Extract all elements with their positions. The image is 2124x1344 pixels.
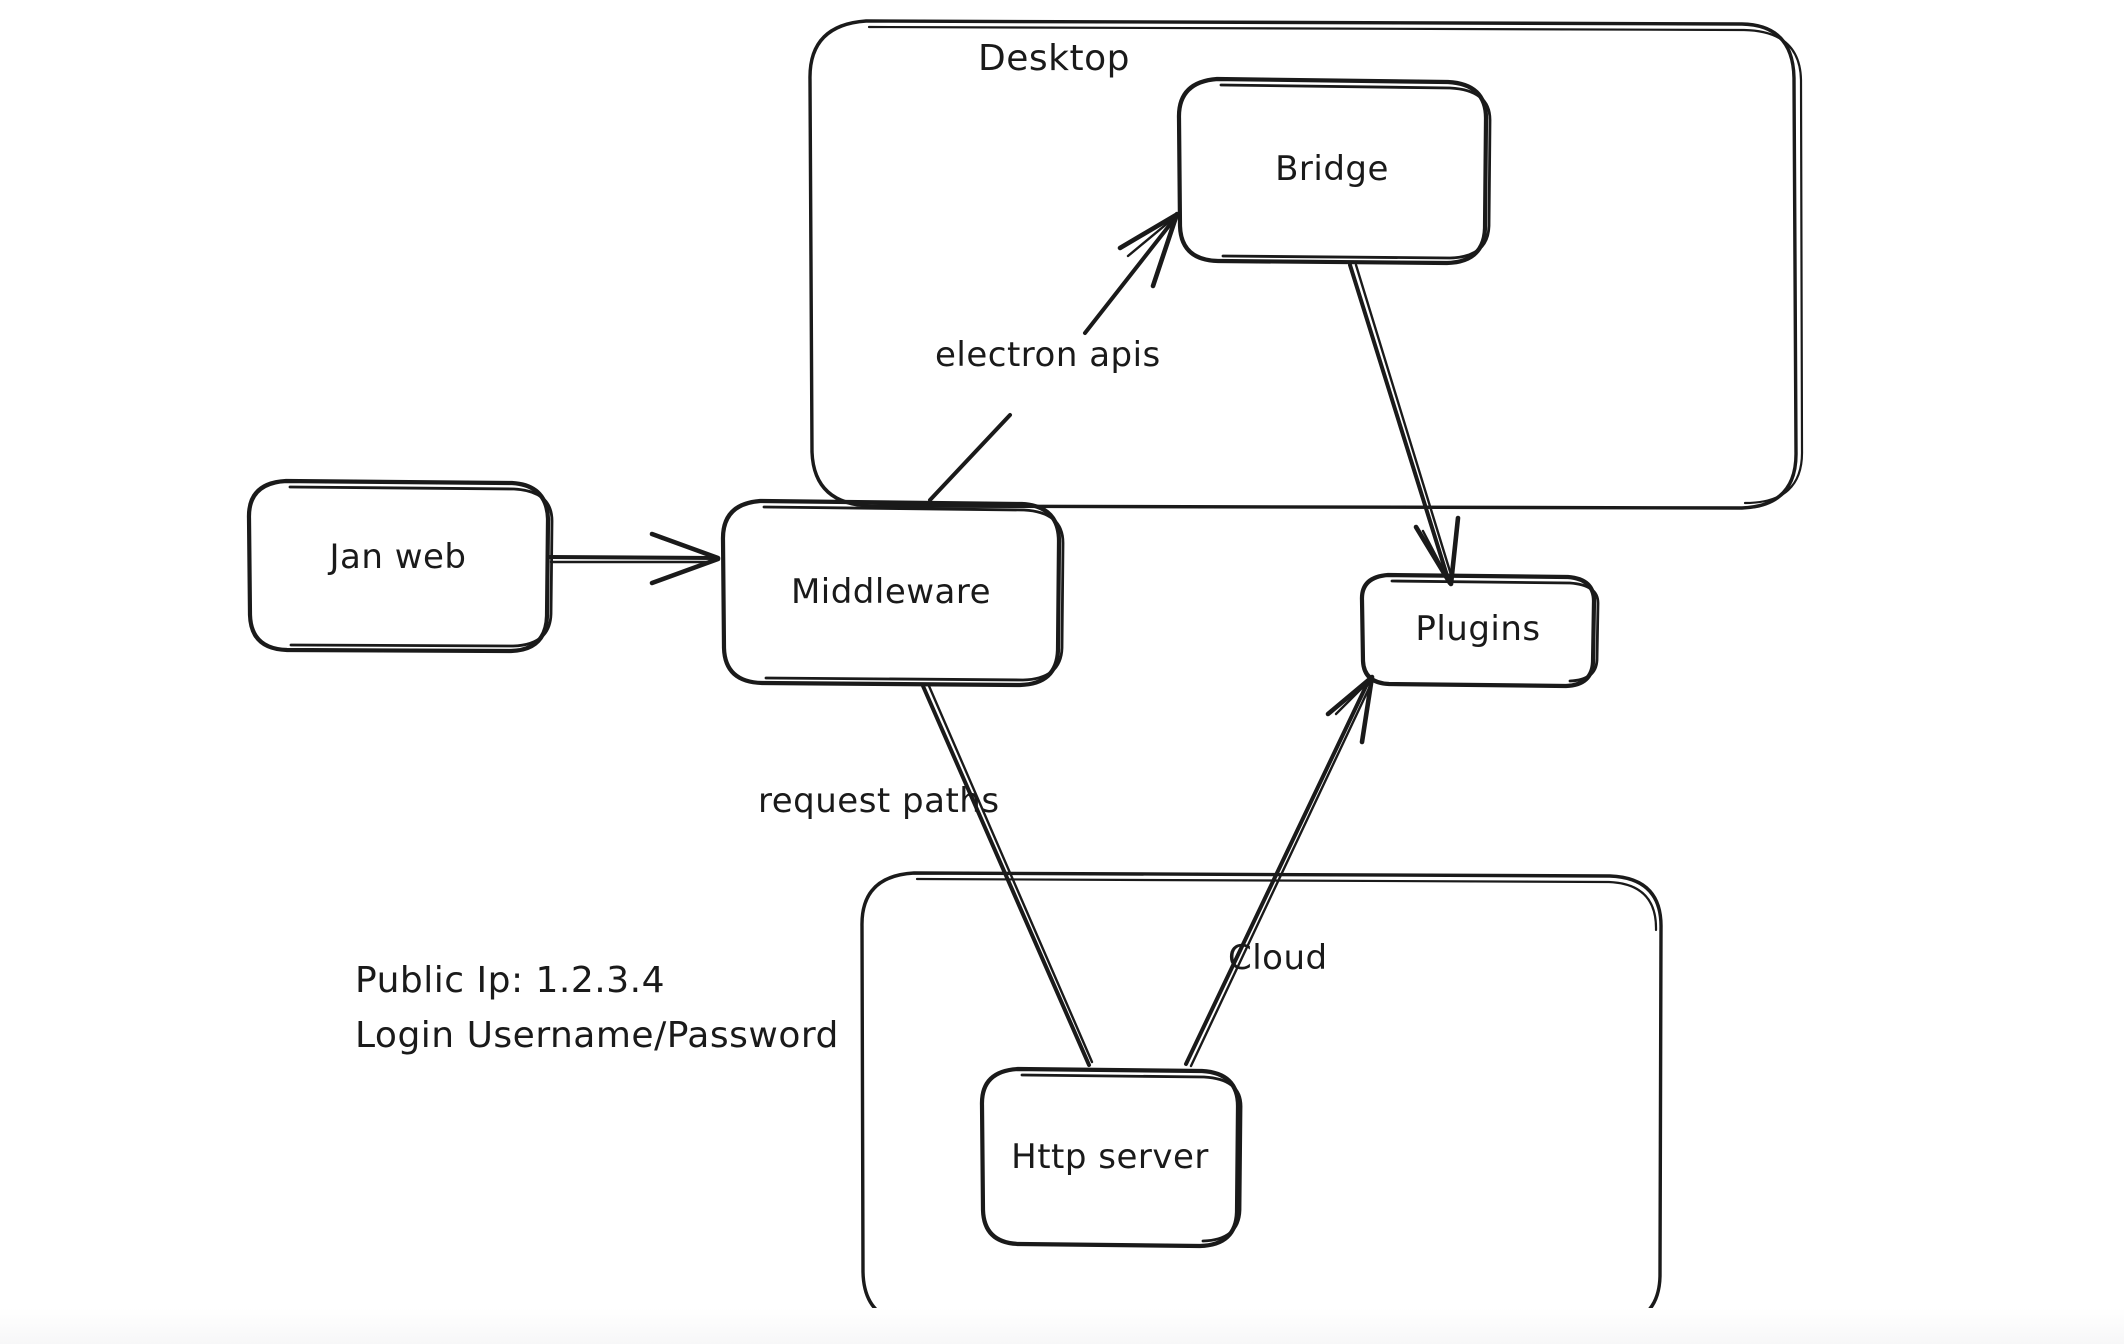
node-jan-web[interactable] [248,480,548,652]
node-jan-web-outline [246,478,554,654]
group-label-desktop: Desktop [978,38,1130,79]
node-label-jan-web: Jan web [329,537,467,577]
node-http-server[interactable] [982,1068,1238,1248]
edge-middleware-to-bridge [928,211,1180,502]
edge-jan-web-to-middleware [547,531,721,586]
edge-middleware-to-http-server [921,684,1094,1067]
node-label-plugins: Plugins [1415,609,1541,649]
edge-http-server-to-plugins [1184,674,1375,1068]
edge-label-request-paths: request paths [758,781,1000,821]
node-label-http-server: Http server [1011,1137,1209,1177]
node-middleware-outline [720,498,1065,688]
node-bridge[interactable] [1178,78,1486,264]
edge-bridge-to-plugins [1348,263,1461,587]
node-plugins[interactable] [1362,574,1594,686]
node-label-middleware: Middleware [790,572,992,612]
group-desktop-outline [808,19,1804,510]
note-login-credentials: Login Username/Password [355,1015,839,1056]
node-bridge-outline [1176,76,1492,266]
node-plugins-outline [1359,572,1600,689]
node-middleware[interactable] [722,500,1060,686]
node-label-bridge: Bridge [1275,149,1389,189]
edge-label-cloud: Cloud [1228,938,1328,978]
node-http-server-outline [979,1066,1243,1249]
group-cloud-outline [860,871,1663,1328]
note-public-ip: Public Ip: 1.2.3.4 [355,960,665,1001]
edge-label-electron-apis: electron apis [935,335,1161,375]
